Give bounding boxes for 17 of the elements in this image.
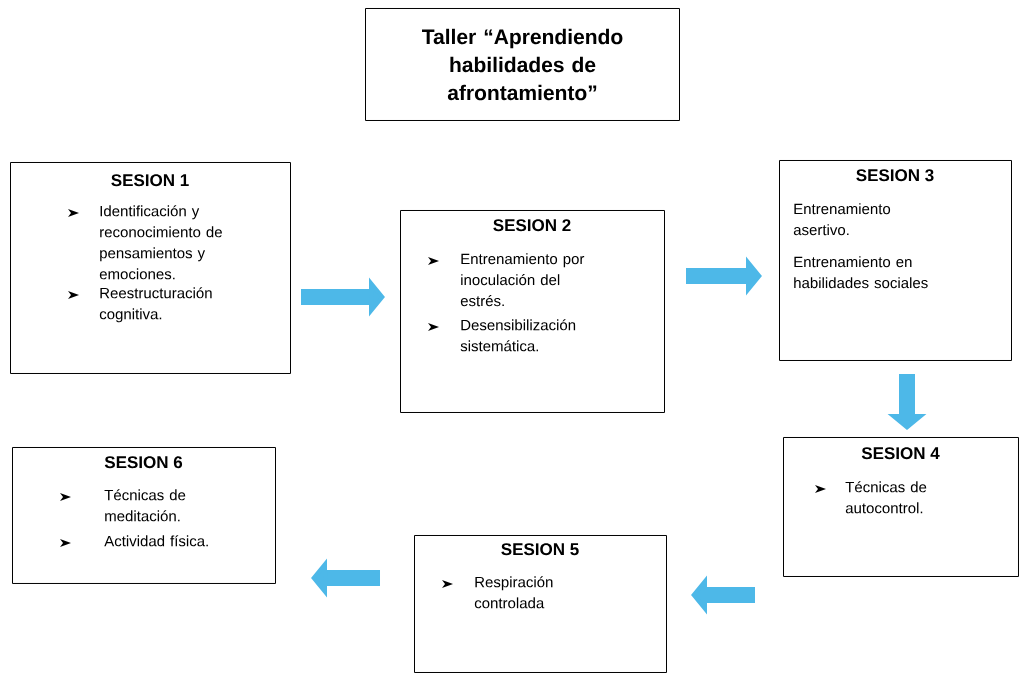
list-item: Identificación y reconocimiento de pensamientos y emociones. [99, 205, 222, 280]
list-item: Técnicas de autocontrol. [845, 481, 927, 514]
list-item: Entrenamiento por inoculación del estrés. [460, 253, 585, 307]
session-text: Entrenamiento en habilidades sociales [794, 256, 928, 289]
list-item: Actividad física. [104, 535, 208, 547]
session-heading: SESION 3 [856, 169, 934, 182]
list-item: Desensibilización sistemática. [460, 319, 576, 352]
list-item: Reestructuración cognitiva. [99, 287, 212, 323]
session-heading: SESION 6 [104, 456, 183, 469]
session-heading: SESION 5 [501, 543, 579, 556]
session-text: Entrenamiento asertivo. [793, 203, 891, 236]
session-heading: SESION 1 [111, 174, 189, 187]
title-box: Taller “Aprendiendo habilidades de afrontamiento” [365, 8, 680, 121]
session-heading: SESION 2 [493, 219, 571, 232]
list-item: Técnicas de meditación. [104, 489, 186, 522]
list-item: Respiración controlada [474, 576, 553, 609]
session-heading: SESION 4 [861, 447, 940, 460]
